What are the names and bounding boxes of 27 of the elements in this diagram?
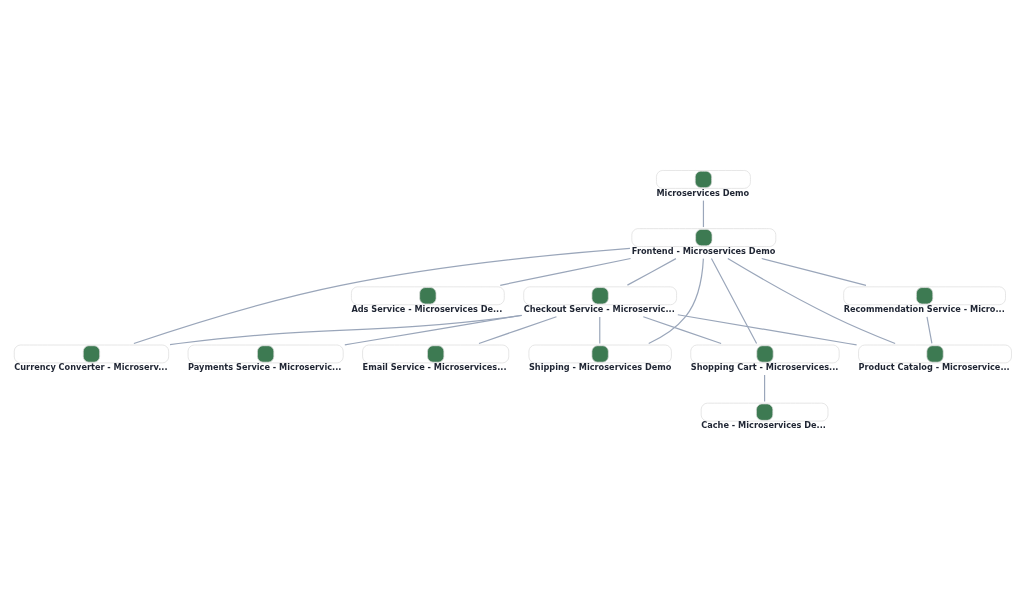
connector [642,316,722,345]
connector [760,257,867,286]
connector [763,374,765,403]
connector [499,257,631,286]
node-label: Recommendation Service - Micro... [843,304,1005,315]
node-label: Microservices Demo [655,187,749,198]
node-label: Shopping Cart - Microservices... [690,362,838,373]
node-label: Ads Service - Microservices De... [350,304,502,315]
node-label: Currency Converter - Microserv... [13,362,168,373]
connector [168,314,522,346]
connector [710,258,757,344]
node-label: Cache - Microservices De... [700,420,826,431]
node-label: Checkout Service - Microservic... [523,304,675,315]
connector [598,316,600,344]
connector [925,316,932,344]
node-label: Frontend - Microservices Demo [631,245,775,256]
node-label: Product Catalog - Microservice... [858,362,1010,373]
connector [726,257,896,345]
connector [132,247,631,345]
node-label: Payments Service - Microservic... [187,362,341,373]
node-label: Shipping - Microservices Demo [528,362,671,373]
connector [647,258,704,345]
node-label: Email Service - Microservices... [362,362,507,373]
connector [702,200,704,228]
connector [626,258,677,286]
connector [676,314,857,346]
connector [477,316,557,345]
